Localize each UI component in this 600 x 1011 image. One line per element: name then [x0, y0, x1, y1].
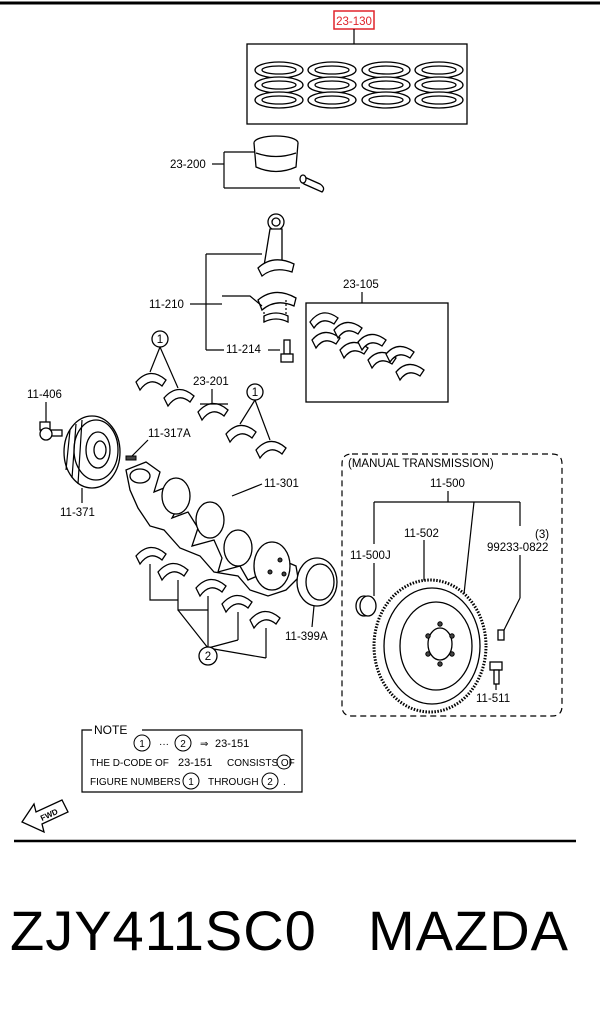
mark-2: 2	[205, 651, 211, 663]
main-bearings-lower: 2	[135, 546, 281, 666]
pulley-group: 11-406 11-371 11-317A	[27, 389, 191, 519]
note-box: NOTE 1 ··· 2 ⇒ 23-151 THE D-CODE OF 23-1…	[81, 723, 303, 793]
note-dots: ···	[159, 739, 169, 750]
note-arrow: ⇒	[200, 739, 208, 750]
note-line3-a: FIGURE NUMBERS	[90, 777, 181, 788]
note-code-2: 23-151	[178, 757, 212, 769]
note-line2-b: CONSISTS OF	[227, 758, 295, 769]
note-end: .	[283, 777, 286, 788]
label-pilot-bearing[interactable]: 11-500J	[350, 550, 391, 562]
mark-1b: 1	[252, 387, 258, 399]
note-mark-d: 2	[267, 777, 273, 788]
label-manual-transmission[interactable]: (MANUAL TRANSMISSION)	[348, 458, 494, 470]
label-pulley-key[interactable]: 11-317A	[148, 428, 191, 440]
label-con-rod-bearings[interactable]: 23-105	[343, 279, 379, 291]
label-flywheel-bolt[interactable]: 11-511	[476, 693, 510, 705]
label-pulley-bolt[interactable]: 11-406	[27, 389, 62, 401]
caption-brand: MAZDA	[368, 899, 569, 962]
label-flywheel[interactable]: 11-502	[404, 528, 439, 540]
label-con-rod[interactable]: 11-210	[149, 299, 184, 311]
note-line2-a: THE D-CODE OF	[90, 758, 169, 769]
note-code-1: 23-151	[215, 738, 249, 750]
crankshaft-group: 11-301	[125, 461, 299, 597]
caption-part-code: ZJY411SC0	[10, 899, 317, 962]
ring-set	[307, 61, 357, 109]
label-flywheel-assy[interactable]: 11-500	[430, 478, 465, 490]
ring-set	[414, 61, 464, 109]
note-mark-a: 1	[139, 739, 145, 750]
ring-set	[254, 61, 304, 109]
label-dowel-qty[interactable]: (3)	[535, 529, 549, 541]
con-rod-group: 11-210	[149, 213, 297, 350]
label-rear-seal[interactable]: 11-399A	[285, 631, 328, 643]
note-mark-c: 1	[188, 777, 194, 788]
thrust-bearing-group: 23-201	[193, 376, 229, 422]
rear-seal-group: 11-399A	[285, 557, 338, 643]
note-mark-b: 2	[180, 739, 186, 750]
label-thrust-bearing[interactable]: 23-201	[193, 376, 229, 388]
fwd-arrow-icon: FWD	[21, 799, 69, 834]
main-bearings-upper-left: 1	[135, 330, 195, 408]
label-con-rod-bolt[interactable]: 11-214	[226, 344, 262, 356]
label-pulley[interactable]: 11-371	[60, 507, 95, 519]
piston-rings-group: 23-130	[246, 10, 468, 125]
label-dowel[interactable]: 99233-0822	[487, 542, 548, 554]
label-piston[interactable]: 23-200	[170, 159, 206, 171]
main-bearings-upper-right: 1	[225, 383, 287, 460]
piston-group: 23-200	[170, 135, 325, 193]
con-rod-bolt-group: 11-214	[206, 339, 294, 363]
con-rod-bearings-group: 23-105	[305, 279, 449, 403]
mark-1: 1	[157, 334, 163, 346]
label-crankshaft[interactable]: 11-301	[264, 478, 299, 490]
note-title: NOTE	[94, 723, 127, 737]
label-piston-rings[interactable]: 23-130	[336, 16, 372, 28]
note-through: THROUGH	[208, 777, 259, 788]
flywheel-section: (MANUAL TRANSMISSION) 11-500 11-502 (3) …	[341, 453, 563, 717]
ring-set	[361, 61, 411, 109]
